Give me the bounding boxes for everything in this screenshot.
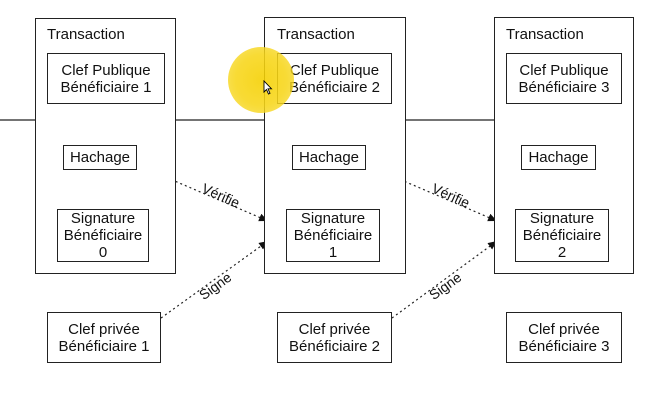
sign-path-2	[391, 240, 498, 319]
signature-line2-1: Bénéficiaire	[293, 227, 373, 244]
private-key-line2-3: Bénéficiaire 3	[518, 337, 610, 355]
transaction-title-2: Transaction	[506, 26, 584, 43]
cursor-arrow-icon	[263, 80, 273, 95]
signature-box-2: Signature Bénéficiaire 2	[515, 209, 609, 262]
signature-line1-0: Signature	[70, 210, 136, 227]
private-key-line1-3: Clef privée	[528, 320, 600, 338]
transaction-title-1: Transaction	[277, 26, 355, 43]
private-key-line2-2: Bénéficiaire 2	[289, 337, 380, 355]
signature-line3-2: 2	[557, 244, 567, 261]
transaction-title-0: Transaction	[47, 26, 125, 43]
hash-label-2: Hachage	[528, 149, 589, 166]
signature-line2-2: Bénéficiaire	[522, 227, 602, 244]
signature-box-1: Signature Bénéficiaire 1	[286, 209, 380, 262]
signature-line1-2: Signature	[529, 210, 595, 227]
private-key-box-3: Clef privée Bénéficiaire 3	[506, 312, 622, 363]
hash-box-2: Hachage	[521, 145, 596, 170]
signature-line2-0: Bénéficiaire	[63, 227, 143, 244]
signature-line1-1: Signature	[300, 210, 366, 227]
private-key-box-1: Clef privée Bénéficiaire 1	[47, 312, 161, 363]
public-key-line2-0: Bénéficiaire 1	[60, 78, 152, 96]
public-key-line1-0: Clef Publique	[61, 61, 151, 79]
private-key-line1-2: Clef privée	[298, 320, 371, 338]
hash-label-0: Hachage	[69, 149, 131, 166]
cursor-highlight	[228, 47, 294, 113]
signature-line3-0: 0	[98, 244, 108, 261]
public-key-line1-2: Clef Publique	[519, 61, 609, 79]
sign-path-1	[160, 240, 269, 319]
private-key-box-2: Clef privée Bénéficiaire 2	[277, 312, 392, 363]
signature-box-0: Signature Bénéficiaire 0	[57, 209, 149, 262]
public-key-box-2: Clef Publique Bénéficiaire 3	[506, 53, 622, 104]
hash-box-1: Hachage	[292, 145, 366, 170]
public-key-line1-1: Clef Publique	[289, 61, 380, 79]
hash-label-1: Hachage	[298, 149, 360, 166]
signature-line3-1: 1	[328, 244, 338, 261]
public-key-line2-2: Bénéficiaire 3	[518, 78, 610, 96]
private-key-line1-1: Clef privée	[68, 320, 140, 338]
private-key-line2-1: Bénéficiaire 1	[58, 337, 150, 355]
public-key-line2-1: Bénéficiaire 2	[289, 78, 380, 96]
public-key-box-0: Clef Publique Bénéficiaire 1	[47, 53, 165, 104]
hash-box-0: Hachage	[63, 145, 137, 170]
public-key-box-1: Clef Publique Bénéficiaire 2	[277, 53, 392, 104]
